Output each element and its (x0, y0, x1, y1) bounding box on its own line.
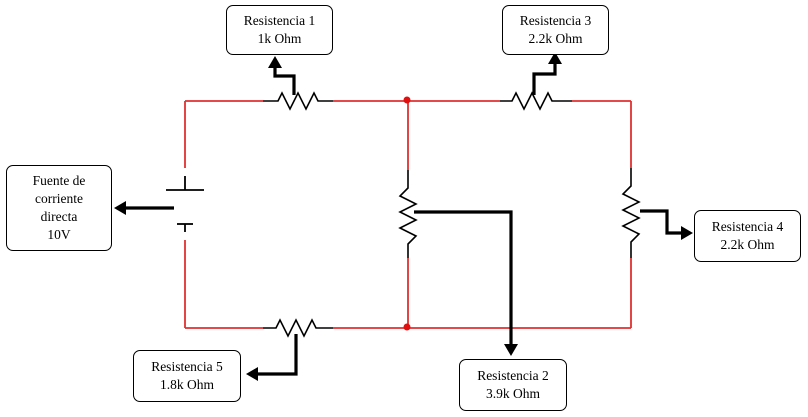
resistor-5-value: 1.8k Ohm (160, 377, 214, 392)
resistor-4-name: Resistencia 4 (711, 219, 784, 234)
resistor-4-value: 2.2k Ohm (720, 237, 775, 252)
battery-symbol (166, 176, 204, 232)
resistor-2-value: 3.9k Ohm (486, 386, 540, 401)
resistor-3-arrow (532, 52, 562, 95)
source-arrow (114, 201, 174, 215)
resistor-3-label-box: Resistencia 3 2.2k Ohm (502, 5, 609, 55)
bottom-node (403, 323, 411, 331)
source-voltage: 10V (47, 227, 71, 242)
source-label-line3: directa (40, 209, 78, 224)
resistor-1-name: Resistencia 1 (243, 13, 316, 28)
resistor-1-arrow (268, 56, 296, 95)
source-label-line1: Fuente de (32, 173, 86, 188)
resistor-1-label-box: Resistencia 1 1k Ohm (226, 5, 333, 55)
source-label-line2: corriente (35, 191, 83, 206)
resistor-4-symbol (621, 168, 641, 258)
resistor-1-symbol (263, 91, 333, 111)
resistor-5-symbol (263, 318, 333, 338)
source-label-box: Fuente de corriente directa 10V (6, 165, 112, 251)
resistor-5-label-box: Resistencia 5 1.8k Ohm (133, 350, 241, 402)
resistor-2-arrow (414, 210, 518, 356)
top-node (403, 96, 411, 104)
resistor-3-symbol (500, 91, 572, 111)
resistor-3-name: Resistencia 3 (519, 13, 592, 28)
resistor-2-name: Resistencia 2 (477, 368, 549, 383)
resistor-3-value: 2.2k Ohm (528, 31, 583, 46)
wires (184, 100, 632, 329)
resistor-1-value: 1k Ohm (257, 31, 302, 46)
resistor-2-symbol (398, 170, 418, 258)
resistor-5-name: Resistencia 5 (151, 359, 223, 374)
resistor-4-label-box: Resistencia 4 2.2k Ohm (694, 210, 801, 262)
resistor-4-arrow (640, 209, 693, 240)
resistor-2-label-box: Resistencia 2 3.9k Ohm (459, 359, 567, 411)
resistor-5-arrow (246, 334, 298, 381)
